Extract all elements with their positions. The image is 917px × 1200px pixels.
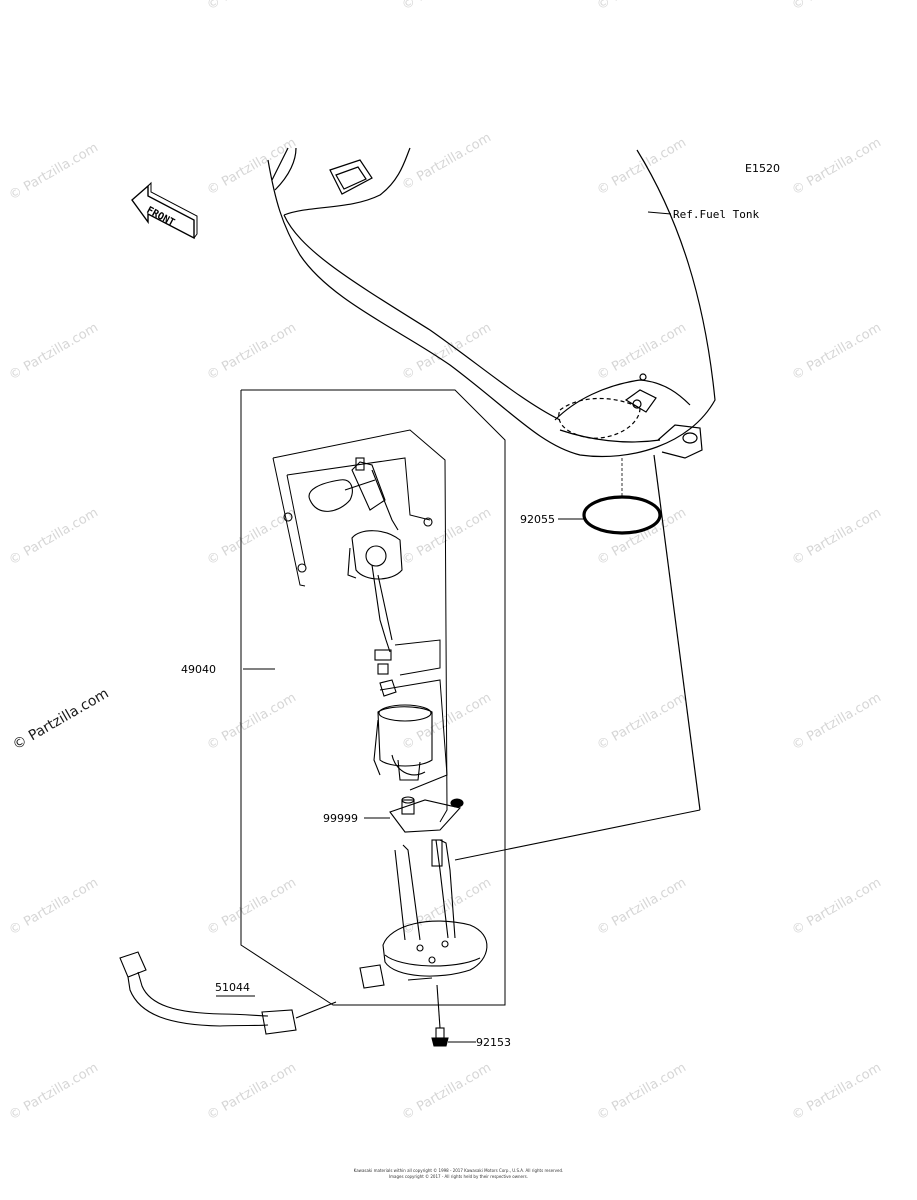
bolt-92153[interactable] [431, 984, 449, 1047]
watermark: © Partzilla.com [595, 0, 689, 13]
watermark: © Partzilla.com [205, 0, 299, 13]
watermark: © Partzilla.com [790, 0, 884, 13]
fuel-tank [267, 147, 716, 811]
watermark: © Partzilla.com [595, 1060, 689, 1123]
watermark: © Partzilla.com [790, 320, 884, 383]
o-ring-92055[interactable] [582, 458, 662, 535]
copyright-line-1: Kawasaki materials within all copyright … [353, 1168, 564, 1173]
watermark: © Partzilla.com [595, 690, 689, 753]
watermark: © Partzilla.com [790, 135, 884, 198]
watermark: © Partzilla.com [7, 320, 101, 383]
watermark: © Partzilla.com [7, 875, 101, 938]
watermark: © Partzilla.com [790, 505, 884, 568]
watermark: © Partzilla.com [7, 140, 101, 203]
watermark: © Partzilla.com [400, 130, 494, 193]
watermark: © Partzilla.com [400, 320, 494, 383]
part-label-92055[interactable]: 92055 [520, 513, 555, 526]
watermark: © Partzilla.com [400, 1060, 494, 1123]
watermark: © Partzilla.com [7, 505, 101, 568]
harness-51044[interactable] [119, 951, 337, 1035]
part-label-99999[interactable]: 99999 [323, 812, 358, 825]
watermark: © Partzilla.com [205, 690, 299, 753]
front-arrow-icon: FRONT [131, 181, 198, 240]
watermark: © Partzilla.com [205, 320, 299, 383]
watermark-dark: © Partzilla.com [10, 686, 112, 754]
watermark: © Partzilla.com [400, 505, 494, 568]
watermark: © Partzilla.com [205, 875, 299, 938]
part-label-49040[interactable]: 49040 [181, 663, 216, 676]
watermark: © Partzilla.com [205, 135, 299, 198]
watermark: © Partzilla.com [790, 875, 884, 938]
ref-fuel-tank-label: Ref.Fuel Tonk [673, 208, 759, 221]
watermark: © Partzilla.com [595, 505, 689, 568]
watermark: © Partzilla.com [205, 1060, 299, 1123]
watermark: © Partzilla.com [790, 690, 884, 753]
watermark: © Partzilla.com [595, 875, 689, 938]
diagram-code: E1520 [745, 162, 780, 175]
part-label-51044[interactable]: 51044 [215, 981, 250, 994]
part-label-92153[interactable]: 92153 [476, 1036, 511, 1049]
watermark: © Partzilla.com [7, 1060, 101, 1123]
assembly-bracket [240, 389, 701, 1006]
watermark: © Partzilla.com [790, 1060, 884, 1123]
watermark: © Partzilla.com [400, 0, 494, 13]
copyright-line-2: Images copyright © 2017 - All rights hel… [388, 1174, 528, 1179]
watermark: © Partzilla.com [595, 135, 689, 198]
ref-leader [647, 211, 672, 215]
fuel-pump-assembly[interactable] [283, 457, 488, 989]
